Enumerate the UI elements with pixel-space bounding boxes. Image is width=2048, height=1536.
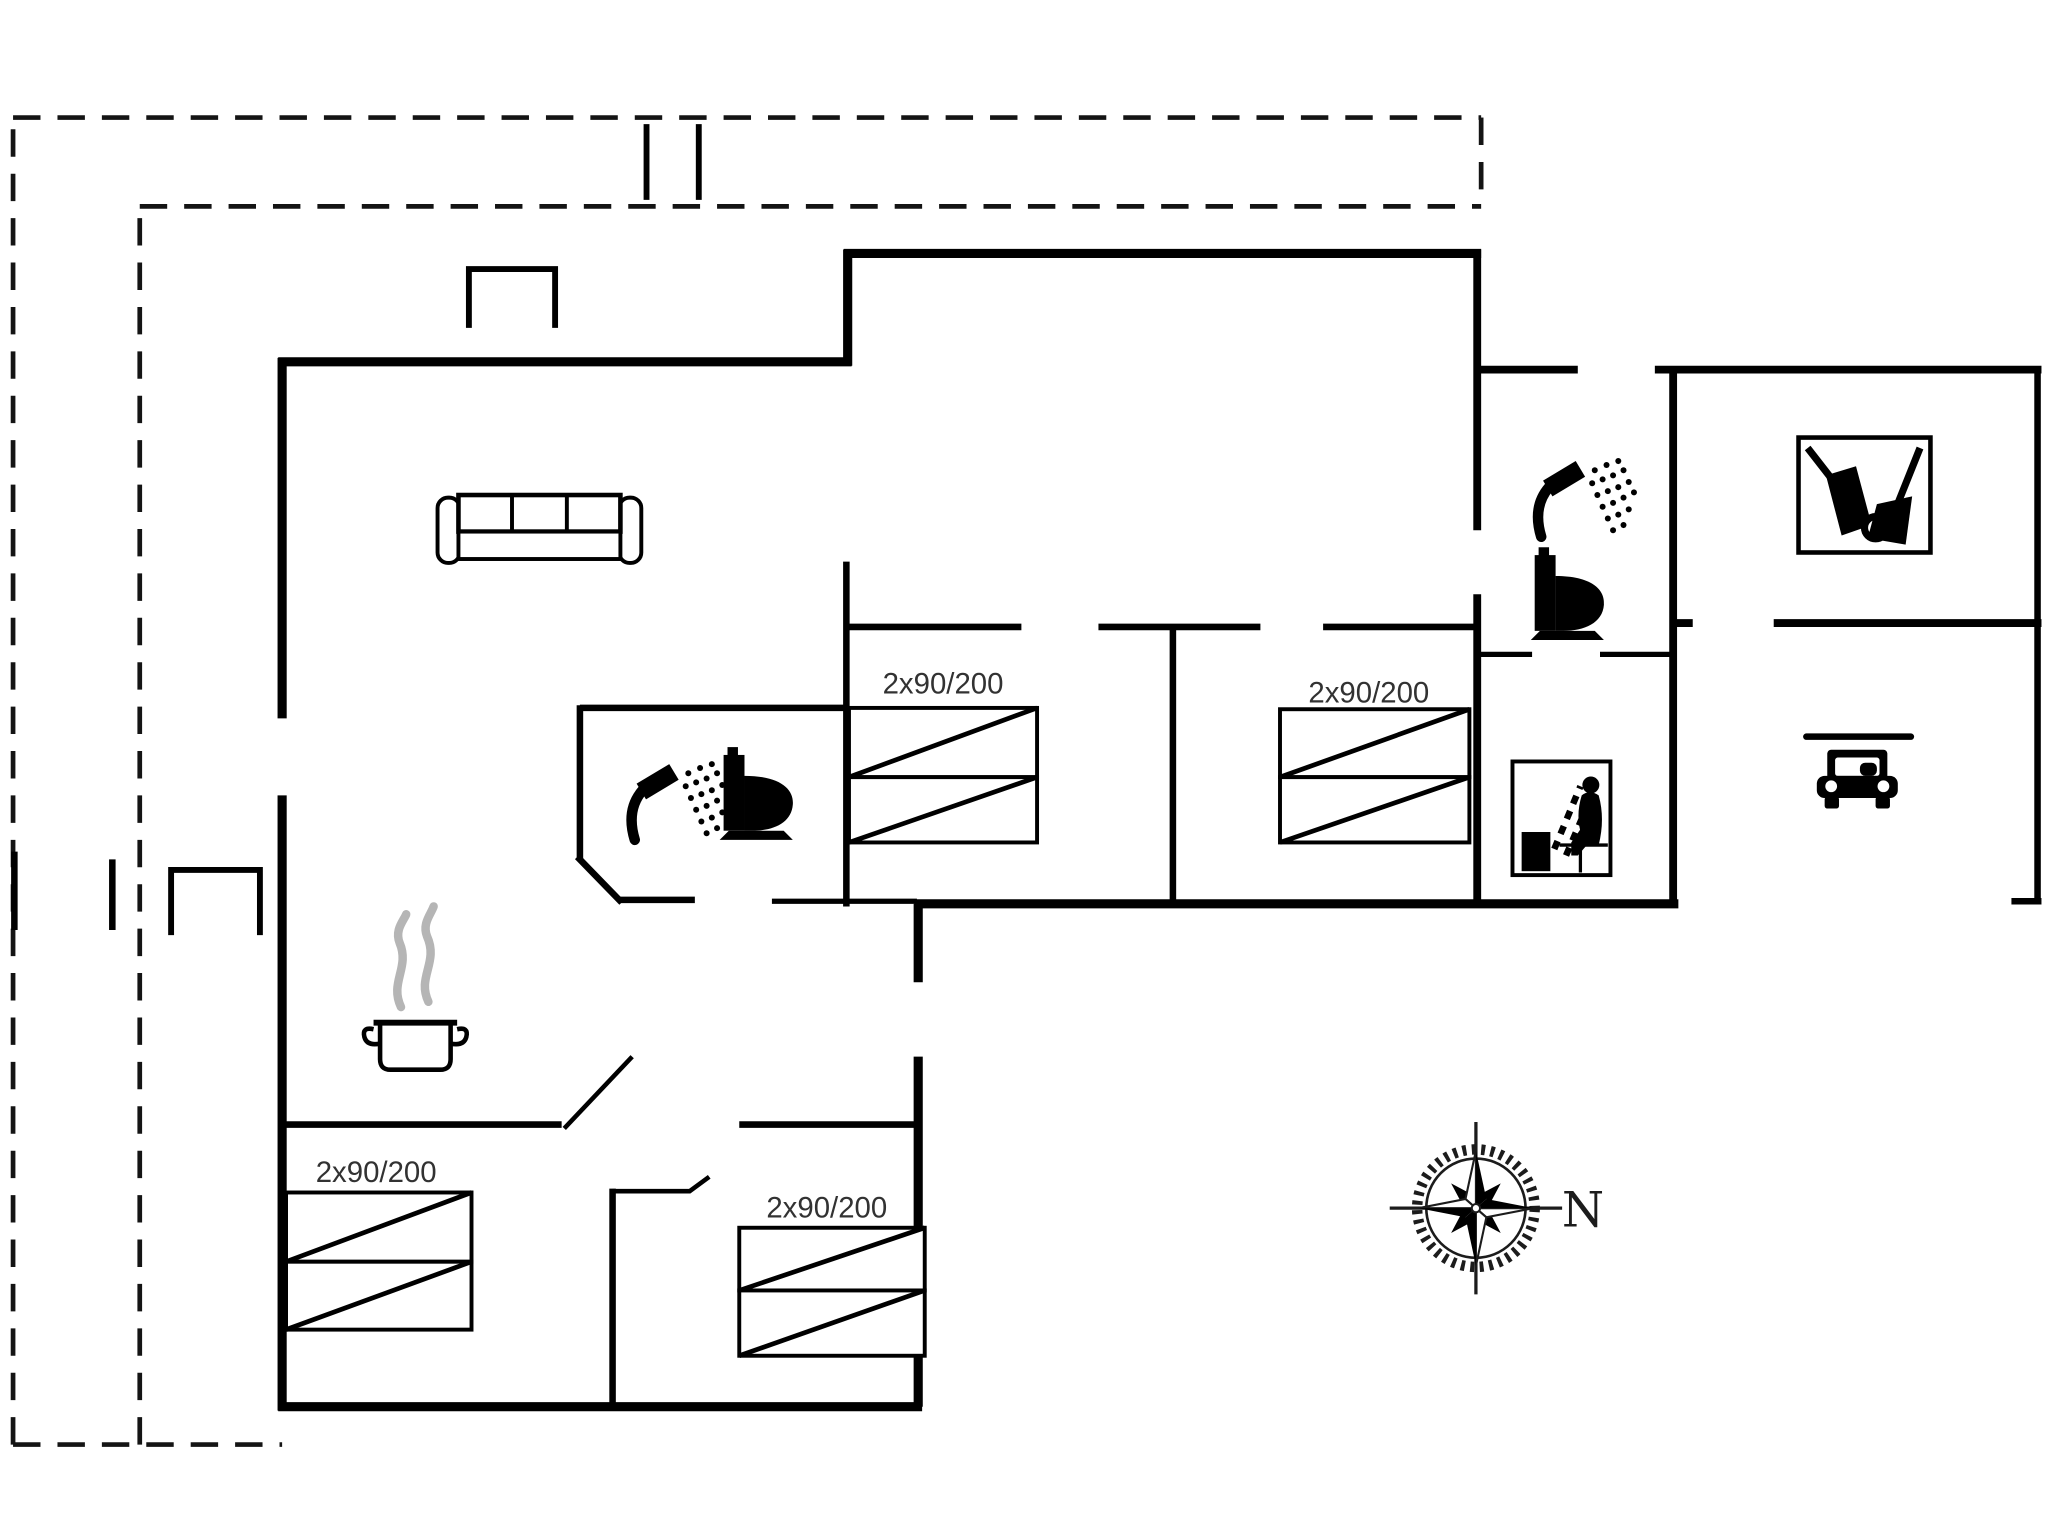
- steam-wisp: [420, 902, 438, 1007]
- compass-rose-icon: N: [1389, 1121, 1604, 1295]
- bed-size-label: 2x90/200: [766, 1191, 887, 1224]
- terrace-entry-markers: [11, 124, 702, 936]
- toilet-icon: [719, 747, 793, 840]
- step-marker-left: [168, 866, 263, 936]
- terrace-boundary-dashed: [10, 115, 1484, 1447]
- toilet-icon: [1530, 547, 1604, 640]
- step-marker-top: [465, 266, 559, 328]
- bed-bedroom-2: [1278, 707, 1472, 845]
- bed-bedroom-4: [737, 1225, 927, 1358]
- sofa-icon: [435, 492, 644, 565]
- steaming-pot-icon: [361, 902, 469, 1072]
- car-icon: [1816, 749, 1898, 809]
- bed-size-label: 2x90/200: [1308, 677, 1429, 710]
- bed-size-label: 2x90/200: [316, 1156, 437, 1189]
- bed-size-label: 2x90/200: [883, 668, 1004, 701]
- fireplace-tools-icon: [1796, 435, 1933, 555]
- door-swings: [562, 1055, 711, 1194]
- annex-walls: [1654, 365, 2042, 905]
- bed-bedroom-3: [284, 1190, 474, 1332]
- steam-wisp: [393, 910, 411, 1012]
- shower-icon: [1538, 458, 1637, 537]
- kitchen-door-swing: [562, 1055, 634, 1131]
- bed-bedroom-1: [847, 705, 1040, 845]
- interior-walls: [282, 561, 1674, 1407]
- sauna-person-icon: [1510, 759, 1613, 878]
- compass-north-label: N: [1562, 1182, 1604, 1238]
- bedroom4-door-swing: [612, 1174, 711, 1194]
- shower-icon: [626, 761, 731, 846]
